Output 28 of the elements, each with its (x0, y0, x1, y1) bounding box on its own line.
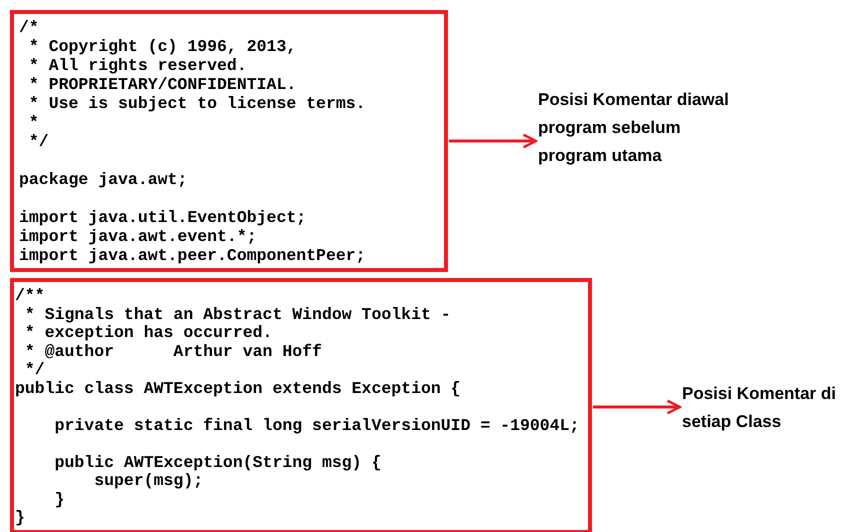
code-line: */ (28, 132, 49, 151)
code-line: * Copyright (c) 1996, 2013, (28, 37, 296, 56)
code-line: import java.util.EventObject; (19, 208, 306, 227)
code-line: private static final long serialVersionUID = -19004L; (54, 416, 580, 435)
code-line: } (15, 509, 25, 528)
code-line: super(msg); (93, 472, 204, 490)
code-panel (10, 10, 448, 272)
code-line: * All rights reserved. (28, 56, 247, 75)
code-line: public class AWTException extends Exception { (15, 380, 461, 398)
code-line: package java.awt; (19, 170, 188, 189)
code-line: /** (15, 287, 45, 306)
code-line: * (28, 113, 39, 132)
code-line: * PROPRIETARY/CONFIDENTIAL. (28, 75, 296, 94)
arrow (593, 400, 682, 414)
code-line: } (54, 490, 65, 509)
annotation-text: Posisi Komentar di setiap Class (682, 380, 864, 436)
code-line: * exception has occurred. (24, 324, 272, 342)
code-line: /* (19, 18, 39, 37)
code-line: import java.awt.event.*; (19, 227, 257, 246)
code-line: */ (24, 361, 45, 380)
code-panel (10, 278, 592, 532)
code-line: public AWTException(String msg) { (54, 454, 382, 472)
code-line: import java.awt.peer.ComponentPeer; (19, 246, 366, 265)
annotation-text: Posisi Komentar diawal program sebelum program utama (538, 86, 738, 170)
code-line: * @author Arthur van Hoff (24, 342, 322, 361)
code-line: * Use is subject to license terms. (28, 94, 366, 113)
arrow (449, 134, 538, 148)
code-line: * Signals that an Abstract Window Toolkit - (24, 306, 451, 324)
